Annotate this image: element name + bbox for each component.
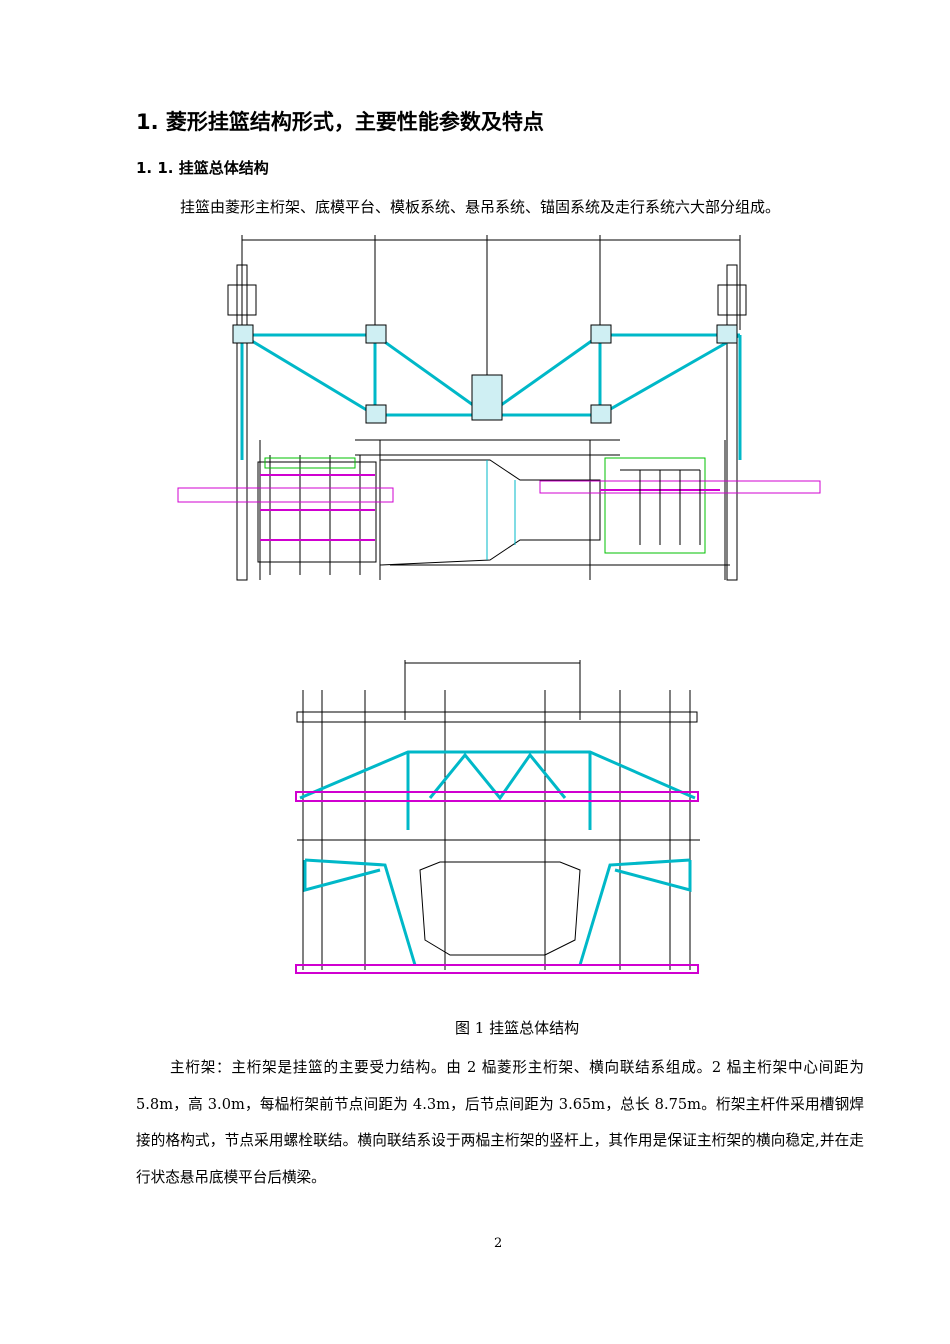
body-paragraph: 主桁架：主桁架是挂篮的主要受力结构。由 2 榀菱形主桁架、横向联结系组成。2 榀…: [136, 1059, 864, 1186]
subsection-heading: 1. 1. 挂篮总体结构: [136, 159, 269, 177]
intro-paragraph: 挂篮由菱形主桁架、底模平台、模板系统、悬吊系统、锚固系统及走行系统六大部分组成。: [180, 198, 781, 216]
section-heading: 1. 菱形挂篮结构形式，主要性能参数及特点: [136, 110, 544, 134]
figure-caption: 图 1 挂篮总体结构: [455, 1019, 580, 1037]
page-number: 2: [494, 1236, 503, 1251]
dimension-line: [241, 235, 741, 400]
